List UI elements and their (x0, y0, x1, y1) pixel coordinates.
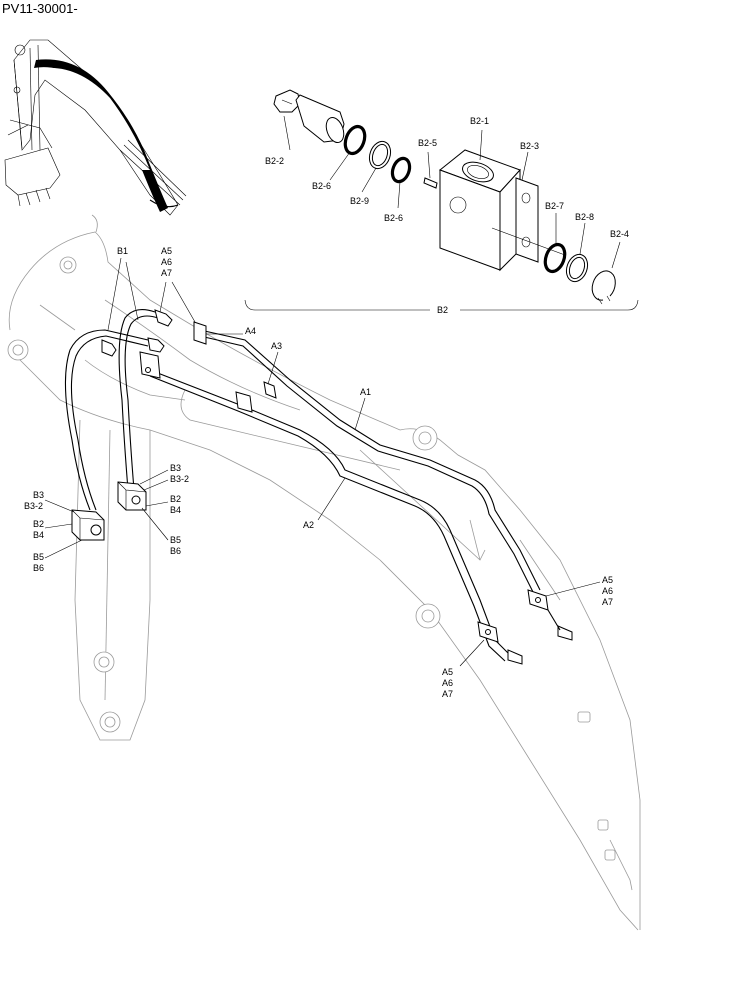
label-a7-top: A7 (161, 268, 172, 278)
label-b2-1: B2-1 (470, 116, 489, 126)
block-left (71, 509, 105, 541)
label-a1: A1 (360, 387, 371, 397)
label-a3: A3 (271, 341, 282, 351)
label-b3-left: B3 (33, 490, 44, 500)
label-a7-bottom: A7 (442, 689, 453, 699)
label-b6-left: B6 (33, 563, 44, 573)
part-b2-2-pin (273, 89, 345, 144)
part-b2-1-block (438, 149, 566, 272)
label-b5-right: B5 (170, 535, 181, 545)
part-b2-5-pin (423, 177, 438, 189)
label-b6-right: B6 (170, 546, 181, 556)
block-right (117, 481, 147, 511)
label-b2-3: B2-3 (520, 141, 539, 151)
label-b2-5: B2-5 (418, 138, 437, 148)
part-b2-4-snap-ring (591, 270, 616, 301)
label-b2-7: B2-7 (545, 201, 564, 211)
label-b5-left: B5 (33, 552, 44, 562)
label-a5-bottom: A5 (442, 667, 453, 677)
label-b2-4: B2-4 (610, 229, 629, 239)
label-b2-right: B2 (170, 494, 181, 504)
label-b3-right: B3 (170, 463, 181, 473)
clamp-bottom (477, 621, 523, 665)
part-b2-9-ring (368, 140, 392, 170)
label-a2: A2 (303, 520, 314, 530)
part-b2-6-ring-b (390, 156, 412, 184)
label-b4-left: B4 (33, 530, 44, 540)
boom-arm-outline (7, 214, 641, 931)
clamp-right (527, 589, 573, 641)
document-code: PV11-30001- (2, 1, 78, 16)
label-b2-8: B2-8 (575, 212, 594, 222)
label-b2-6b: B2-6 (384, 213, 403, 223)
exploded-view-b2: B2-1 B2-2 B2-3 B2-4 B2-5 B2-6 B2-6 B2-7 … (244, 89, 639, 315)
label-b2-6a: B2-6 (312, 181, 331, 191)
label-b4-right: B4 (170, 505, 181, 515)
main-view-labels: B1 A5 A6 A7 A4 A3 A1 A2 B3 B3-2 B2 B4 B5… (24, 246, 613, 699)
label-a6-right: A6 (602, 586, 613, 596)
hoses-and-pipes (44, 257, 601, 667)
label-a5-right: A5 (602, 575, 613, 585)
label-a7-right: A7 (602, 597, 613, 607)
label-b3-2-right: B3-2 (170, 474, 189, 484)
label-b2-2: B2-2 (265, 156, 284, 166)
label-a6-bottom: A6 (442, 678, 453, 688)
label-b2-group: B2 (437, 305, 448, 315)
label-a4: A4 (245, 326, 256, 336)
part-b2-7-ring (543, 242, 567, 274)
part-b2-6-ring-a (343, 124, 367, 156)
clamp-a3 (235, 381, 277, 413)
location-thumbnail (4, 39, 187, 216)
clamp-a4 (139, 321, 207, 379)
part-b2-8-ring (565, 253, 589, 283)
label-b3-2-left: B3-2 (24, 501, 43, 511)
label-b2-9: B2-9 (350, 196, 369, 206)
label-a6-top: A6 (161, 257, 172, 267)
label-b2-left: B2 (33, 519, 44, 529)
label-b1: B1 (117, 246, 128, 256)
label-a5-top: A5 (161, 246, 172, 256)
